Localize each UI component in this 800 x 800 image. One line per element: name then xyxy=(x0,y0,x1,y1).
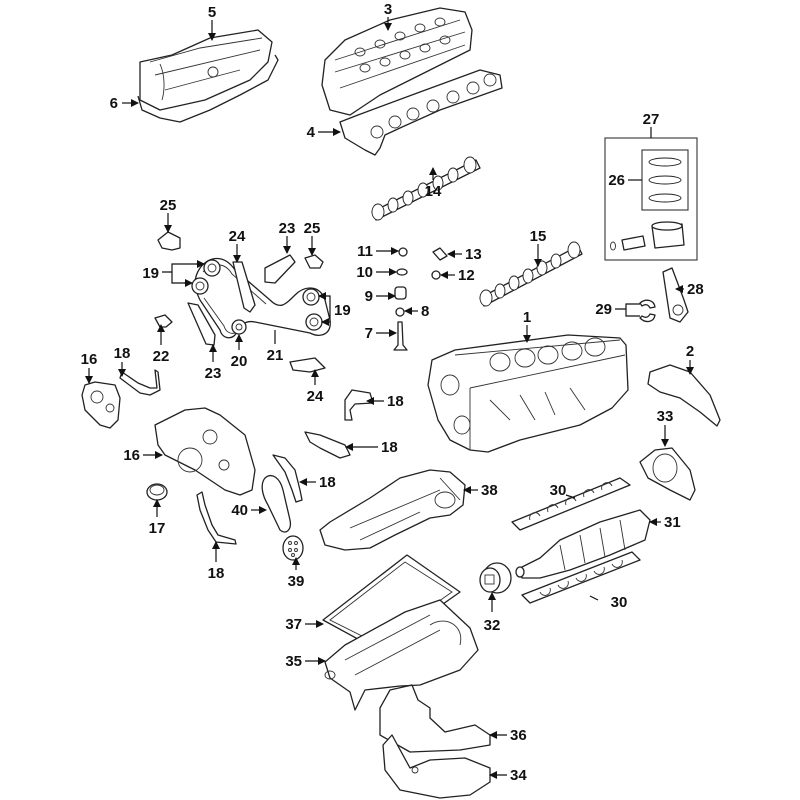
callout-21[interactable]: 21 xyxy=(267,347,284,364)
leader-lines xyxy=(85,17,694,779)
callout-11[interactable]: 11 xyxy=(357,243,373,260)
callout-24a[interactable]: 24 xyxy=(229,228,246,245)
callout-9[interactable]: 9 xyxy=(365,288,373,305)
callout-18c[interactable]: 18 xyxy=(381,439,398,456)
callout-30a[interactable]: 30 xyxy=(550,482,567,499)
block-cover-part[interactable] xyxy=(647,364,721,427)
callout-18b[interactable]: 18 xyxy=(387,393,404,410)
crankshaft-part[interactable] xyxy=(515,509,651,579)
callout-16b[interactable]: 16 xyxy=(123,447,140,464)
callout-19b[interactable]: 19 xyxy=(334,302,351,319)
callout-18e[interactable]: 18 xyxy=(208,565,225,582)
callout-34[interactable]: 34 xyxy=(510,767,527,784)
connecting-rod-part[interactable] xyxy=(662,267,689,323)
main-bearings-upper-part[interactable] xyxy=(511,477,631,531)
callout-6[interactable]: 6 xyxy=(110,95,118,112)
oil-pan-upper-part[interactable] xyxy=(324,599,479,711)
callout-labels: 5 6 3 4 27 26 14 15 25 25 24 24 23 23 19… xyxy=(81,1,704,784)
timing-chain-part[interactable] xyxy=(191,257,331,339)
callout-16a[interactable]: 16 xyxy=(81,351,98,368)
oil-pan-gasket-lower-part[interactable] xyxy=(379,684,491,753)
chain-guides[interactable] xyxy=(154,231,326,373)
valve-cover-gasket-part[interactable] xyxy=(137,54,279,123)
oil-pump-part[interactable] xyxy=(319,469,466,551)
callout-35[interactable]: 35 xyxy=(285,653,302,670)
timing-cover-upper-part[interactable] xyxy=(81,381,121,429)
callout-26[interactable]: 26 xyxy=(608,172,625,189)
callout-13[interactable]: 13 xyxy=(465,246,482,263)
rod-bearings-part[interactable] xyxy=(639,299,656,323)
camshaft-part-15[interactable] xyxy=(479,241,583,307)
callout-39[interactable]: 39 xyxy=(288,573,305,590)
callout-32[interactable]: 32 xyxy=(484,617,501,634)
callout-7[interactable]: 7 xyxy=(365,325,373,342)
oil-pan-lower-part[interactable] xyxy=(382,734,491,799)
oil-pump-chain-part[interactable] xyxy=(261,475,292,533)
callout-19a[interactable]: 19 xyxy=(142,265,159,282)
callout-2[interactable]: 2 xyxy=(686,343,694,360)
callout-15[interactable]: 15 xyxy=(530,228,547,245)
callout-8[interactable]: 8 xyxy=(421,303,429,320)
engine-block-part[interactable] xyxy=(427,334,629,453)
cylinder-head-part[interactable] xyxy=(321,7,473,116)
main-bearings-lower-part[interactable] xyxy=(521,551,641,604)
rear-main-seal-housing-part[interactable] xyxy=(639,447,696,501)
callout-30b[interactable]: 30 xyxy=(611,594,628,611)
callout-37[interactable]: 37 xyxy=(285,616,302,633)
callout-1[interactable]: 1 xyxy=(523,309,531,326)
callout-4[interactable]: 4 xyxy=(307,124,316,141)
callout-22[interactable]: 22 xyxy=(153,348,170,365)
callout-33[interactable]: 33 xyxy=(657,408,674,425)
piston-assembly-part[interactable] xyxy=(604,137,698,261)
callout-10[interactable]: 10 xyxy=(356,264,373,281)
callout-27[interactable]: 27 xyxy=(643,111,660,128)
callout-25a[interactable]: 25 xyxy=(160,197,177,214)
valve-components[interactable] xyxy=(393,247,448,351)
callout-31[interactable]: 31 xyxy=(664,514,681,531)
callout-18a[interactable]: 18 xyxy=(114,345,131,362)
callout-29[interactable]: 29 xyxy=(595,301,612,318)
valve-cover-part[interactable] xyxy=(139,29,273,111)
callout-40[interactable]: 40 xyxy=(231,502,248,519)
callout-12[interactable]: 12 xyxy=(458,267,475,284)
callout-36[interactable]: 36 xyxy=(510,727,527,744)
callout-3[interactable]: 3 xyxy=(384,1,392,18)
callout-25b[interactable]: 25 xyxy=(304,220,321,237)
chain-guide-brackets[interactable] xyxy=(119,369,374,545)
callout-28[interactable]: 28 xyxy=(687,281,704,298)
timing-cover-lower-part[interactable] xyxy=(154,407,256,496)
callout-18d[interactable]: 18 xyxy=(319,474,336,491)
callout-20[interactable]: 20 xyxy=(231,353,248,370)
callout-23b[interactable]: 23 xyxy=(205,365,222,382)
crank-pulley-part[interactable] xyxy=(479,562,512,594)
callout-5[interactable]: 5 xyxy=(208,4,216,21)
callout-38[interactable]: 38 xyxy=(481,482,498,499)
camshaft-part-14[interactable] xyxy=(371,156,481,221)
callout-17[interactable]: 17 xyxy=(149,520,166,537)
front-crank-seal-part[interactable] xyxy=(146,483,168,501)
oil-pump-sprocket-part[interactable] xyxy=(282,535,304,561)
callout-24b[interactable]: 24 xyxy=(307,388,324,405)
head-gasket-part[interactable] xyxy=(339,69,503,156)
callout-14[interactable]: 14 xyxy=(425,183,442,200)
callout-23a[interactable]: 23 xyxy=(279,220,296,237)
